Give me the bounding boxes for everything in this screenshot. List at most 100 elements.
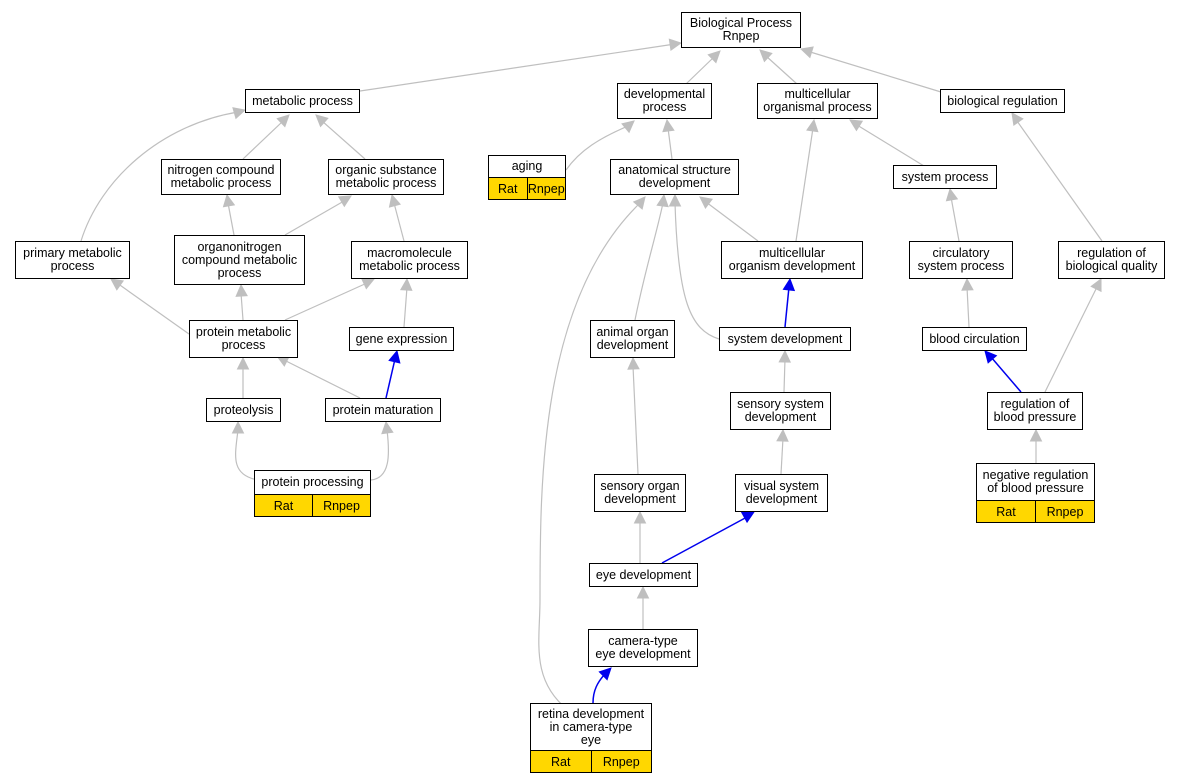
edge-nitrogen-to-metabolic-arrowhead <box>276 114 290 128</box>
edge-nitrogen-to-metabolic <box>242 121 283 160</box>
node-negative-regulation: negative regulation of blood pressure Ra… <box>976 463 1095 523</box>
edge-macromolecule-to-organic <box>393 202 405 242</box>
annotation-tags: Rat Rnpep <box>531 750 651 772</box>
edge-mcorgdev-to-anatomical <box>705 201 759 242</box>
edge-proteinmeta-to-organonitrogen-arrowhead <box>235 283 248 297</box>
edge-regbp-to-bloodcirc <box>990 356 1022 393</box>
edge-organic-to-metabolic-arrowhead <box>315 114 329 128</box>
tag-gene: Rnpep <box>590 751 652 772</box>
tag-species: Rat <box>498 181 518 196</box>
node-visual-system: visual system development <box>735 474 828 512</box>
edge-retina-to-camera <box>592 674 605 704</box>
edge-maturation-to-geneexp <box>385 358 396 399</box>
edge-aging-to-developmental-arrowhead <box>621 120 635 134</box>
edge-circulatory-to-sysproc <box>950 196 960 242</box>
node-primary-metabolic: primary metabolic process <box>15 241 130 279</box>
edge-proteinmeta-to-primary-arrowhead <box>110 278 125 291</box>
edge-animalorgan-to-anatomical-arrowhead <box>656 193 669 208</box>
node-sensory-system: sensory system development <box>730 392 831 430</box>
node-multicellular-organismal-process: multicellular organismal process <box>757 83 878 119</box>
edge-proteolysis-to-proteinmeta-arrowhead <box>236 356 250 370</box>
edge-bloodcirc-to-circulatory <box>966 286 970 328</box>
edge-developmental-to-root <box>685 56 715 85</box>
edge-proteinmeta-to-macromolecule-arrowhead <box>360 278 376 290</box>
edge-sensorysys-to-sysdev <box>783 358 786 393</box>
node-label: aging <box>511 159 543 173</box>
edge-sysdev-to-anatomical-arrowhead <box>668 193 682 207</box>
node-eye-development: eye development <box>589 563 698 587</box>
node-macromolecule: macromolecule metabolic process <box>351 241 468 279</box>
edge-mcorgdev-to-multicellular <box>795 127 814 242</box>
node-protein-processing: protein processing Rat Rnpep <box>254 470 371 517</box>
edge-processing-to-maturation <box>370 429 390 481</box>
edge-mcorgdev-to-anatomical-arrowhead <box>699 196 713 209</box>
edge-negreg-to-regbp-arrowhead <box>1029 428 1043 442</box>
edge-regqual-to-bioreg-arrowhead <box>1011 112 1024 127</box>
tag-species: Rat <box>996 504 1016 519</box>
edge-primary-to-metabolic <box>80 111 239 242</box>
node-proteolysis: proteolysis <box>206 398 281 422</box>
edge-primary-to-metabolic-arrowhead <box>232 107 247 120</box>
edge-eye-to-sensoryorgan-arrowhead <box>633 510 647 524</box>
annotation-tags: Rat Rnpep <box>489 177 565 199</box>
edge-mcorgdev-to-multicellular-arrowhead <box>806 118 819 133</box>
tag-species: Rat <box>273 498 294 513</box>
edge-sysdev-to-mcorgdev-arrowhead <box>782 277 796 292</box>
edge-eye-to-visual-arrowhead <box>740 511 755 524</box>
edge-multicellular-to-root-arrowhead <box>759 49 773 63</box>
edge-sysproc-to-multicellular-arrowhead <box>849 119 864 132</box>
edge-proteinmeta-to-organonitrogen <box>240 292 244 321</box>
edge-bioreg-to-root <box>806 50 942 93</box>
edge-developmental-to-root-arrowhead <box>707 50 721 64</box>
tag-gene: Rnpep <box>526 178 566 199</box>
node-system-development: system development <box>719 327 851 351</box>
edge-processing-to-proteolysis-arrowhead <box>231 420 245 434</box>
tag-gene: Rnpep <box>312 495 370 516</box>
edge-processing-to-proteolysis <box>235 429 259 481</box>
node-label: protein processing <box>261 475 364 489</box>
edge-sysproc-to-multicellular <box>856 124 925 167</box>
edge-retina-to-anatomical-arrowhead <box>632 196 646 210</box>
edge-sensoryorgan-to-animalorgan-arrowhead <box>627 356 640 370</box>
node-metabolic-process: metabolic process <box>245 89 360 113</box>
edge-macromolecule-to-organic-arrowhead <box>388 193 402 208</box>
edge-proteinmeta-to-macromolecule <box>284 282 368 321</box>
edge-proteinmeta-to-primary <box>116 282 190 335</box>
edge-regqual-to-bioreg <box>1016 120 1103 242</box>
edge-aging-to-developmental <box>565 125 629 171</box>
edge-anatomical-to-developmental <box>667 127 673 160</box>
tag-species: Rat <box>551 754 571 769</box>
node-retina-development: retina development in camera-type eye Ra… <box>530 703 652 773</box>
edge-maturation-to-geneexp-arrowhead <box>388 349 401 364</box>
edge-processing-to-maturation-arrowhead <box>381 420 394 435</box>
node-camera-type: camera-type eye development <box>588 629 698 667</box>
node-organic-substance: organic substance metabolic process <box>328 159 444 195</box>
node-anatomical-structure: anatomical structure development <box>610 159 739 195</box>
edge-sysdev-to-anatomical <box>674 202 720 340</box>
edge-sysdev-to-mcorgdev <box>784 286 790 328</box>
node-nitrogen-compound: nitrogen compound metabolic process <box>161 159 281 195</box>
node-animal-organ: animal organ development <box>590 320 675 358</box>
edge-organonitrogen-to-organic-arrowhead <box>337 195 352 208</box>
edge-organonitrogen-to-nitrogen-arrowhead <box>222 193 236 208</box>
node-protein-metabolic: protein metabolic process <box>189 320 298 358</box>
edge-bioreg-to-root-arrowhead <box>799 46 814 59</box>
edge-camera-to-eye-arrowhead <box>636 585 650 599</box>
edge-geneexp-to-macromolecule <box>403 286 408 328</box>
edge-regbp-to-regqual-arrowhead <box>1090 277 1102 293</box>
edge-bloodcirc-to-circulatory-arrowhead <box>961 277 974 291</box>
edge-visual-to-sensorysys <box>780 437 784 475</box>
edge-anatomical-to-developmental-arrowhead <box>662 118 675 133</box>
edge-metabolic-to-root <box>359 43 676 92</box>
edge-organic-to-metabolic <box>321 120 366 160</box>
node-sensory-organ: sensory organ development <box>594 474 686 512</box>
edge-regbp-to-regqual <box>1044 286 1098 393</box>
node-circulatory-system-process: circulatory system process <box>909 241 1013 279</box>
edge-organonitrogen-to-nitrogen <box>227 202 235 236</box>
node-system-process: system process <box>893 165 997 189</box>
node-multicellular-organism-development: multicellular organism development <box>721 241 863 279</box>
edge-animalorgan-to-anatomical <box>634 202 664 321</box>
edge-visual-to-sensorysys-arrowhead <box>776 428 789 442</box>
node-developmental-process: developmental process <box>617 83 712 119</box>
